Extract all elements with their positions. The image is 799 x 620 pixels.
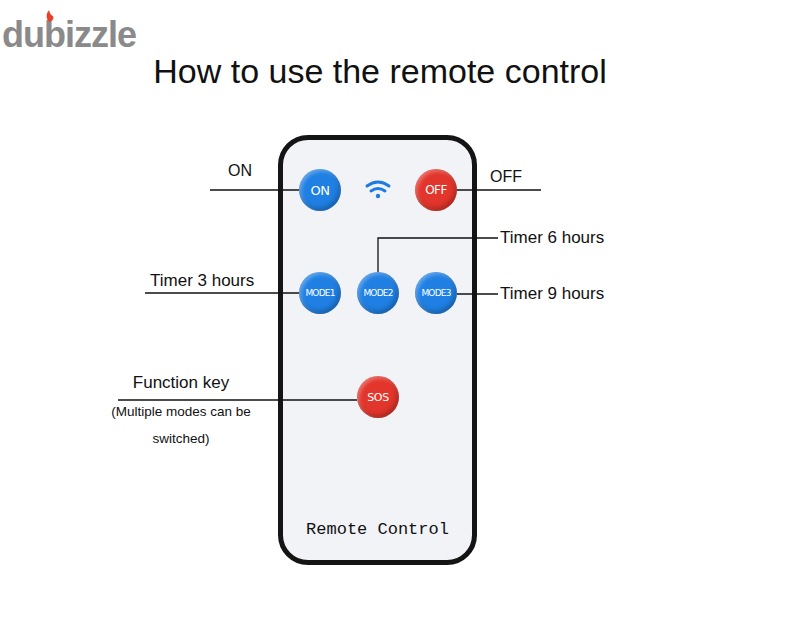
callout-label: OFF <box>490 168 540 186</box>
button-label: MODE1 <box>305 288 334 298</box>
mode-button: MODE1 <box>299 272 341 314</box>
device-label: Remote Control <box>283 520 472 539</box>
button-label: MODE3 <box>421 288 450 298</box>
callout-note: (Multiple modes can be switched) <box>104 398 258 452</box>
on-button: ON <box>299 169 341 211</box>
remote-body: Remote Control ON OFF MODE1 MODE2 MODE3SOS <box>278 135 477 565</box>
callout-label: Timer 9 hours <box>500 284 640 304</box>
button-label: OFF <box>425 183 447 197</box>
mode-button: MODE2 <box>357 272 399 314</box>
leader-line <box>145 292 299 293</box>
callout-label: Timer 3 hours <box>150 271 290 291</box>
page-title: How to use the remote control <box>60 52 700 91</box>
callout-label: ON <box>228 162 268 180</box>
callout-label: Timer 6 hours <box>500 228 640 248</box>
sos-button: SOS <box>357 376 399 418</box>
mode-button: MODE3 <box>415 272 457 314</box>
off-button: OFF <box>415 169 457 211</box>
button-label: SOS <box>367 391 389 404</box>
watermark: dubizzle <box>2 14 202 56</box>
button-label: ON <box>311 183 330 198</box>
callout-label: Function key <box>101 373 261 393</box>
button-label: MODE2 <box>363 288 392 298</box>
